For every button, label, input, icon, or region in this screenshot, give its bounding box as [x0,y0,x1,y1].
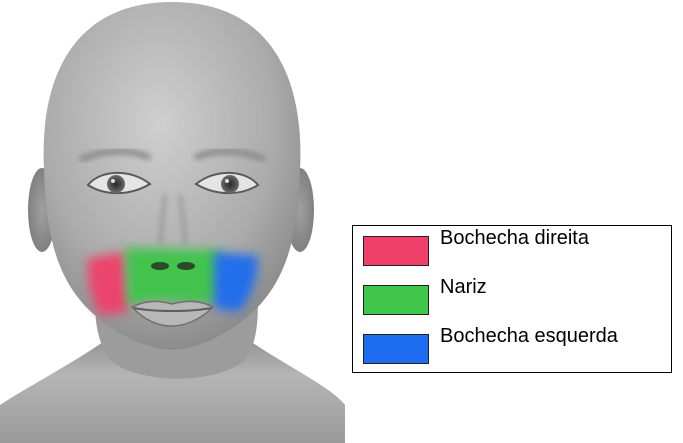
legend: Bochecha direita Nariz Bochecha esquerda [352,225,672,373]
region-nose [125,248,220,305]
legend-swatch [363,285,429,315]
legend-label: Bochecha esquerda [440,325,618,348]
region-highlight [125,248,220,305]
legend-label: Bochecha direita [440,227,589,250]
legend-swatch [363,334,429,364]
legend-label: Nariz [440,276,487,299]
legend-swatch [363,236,429,266]
